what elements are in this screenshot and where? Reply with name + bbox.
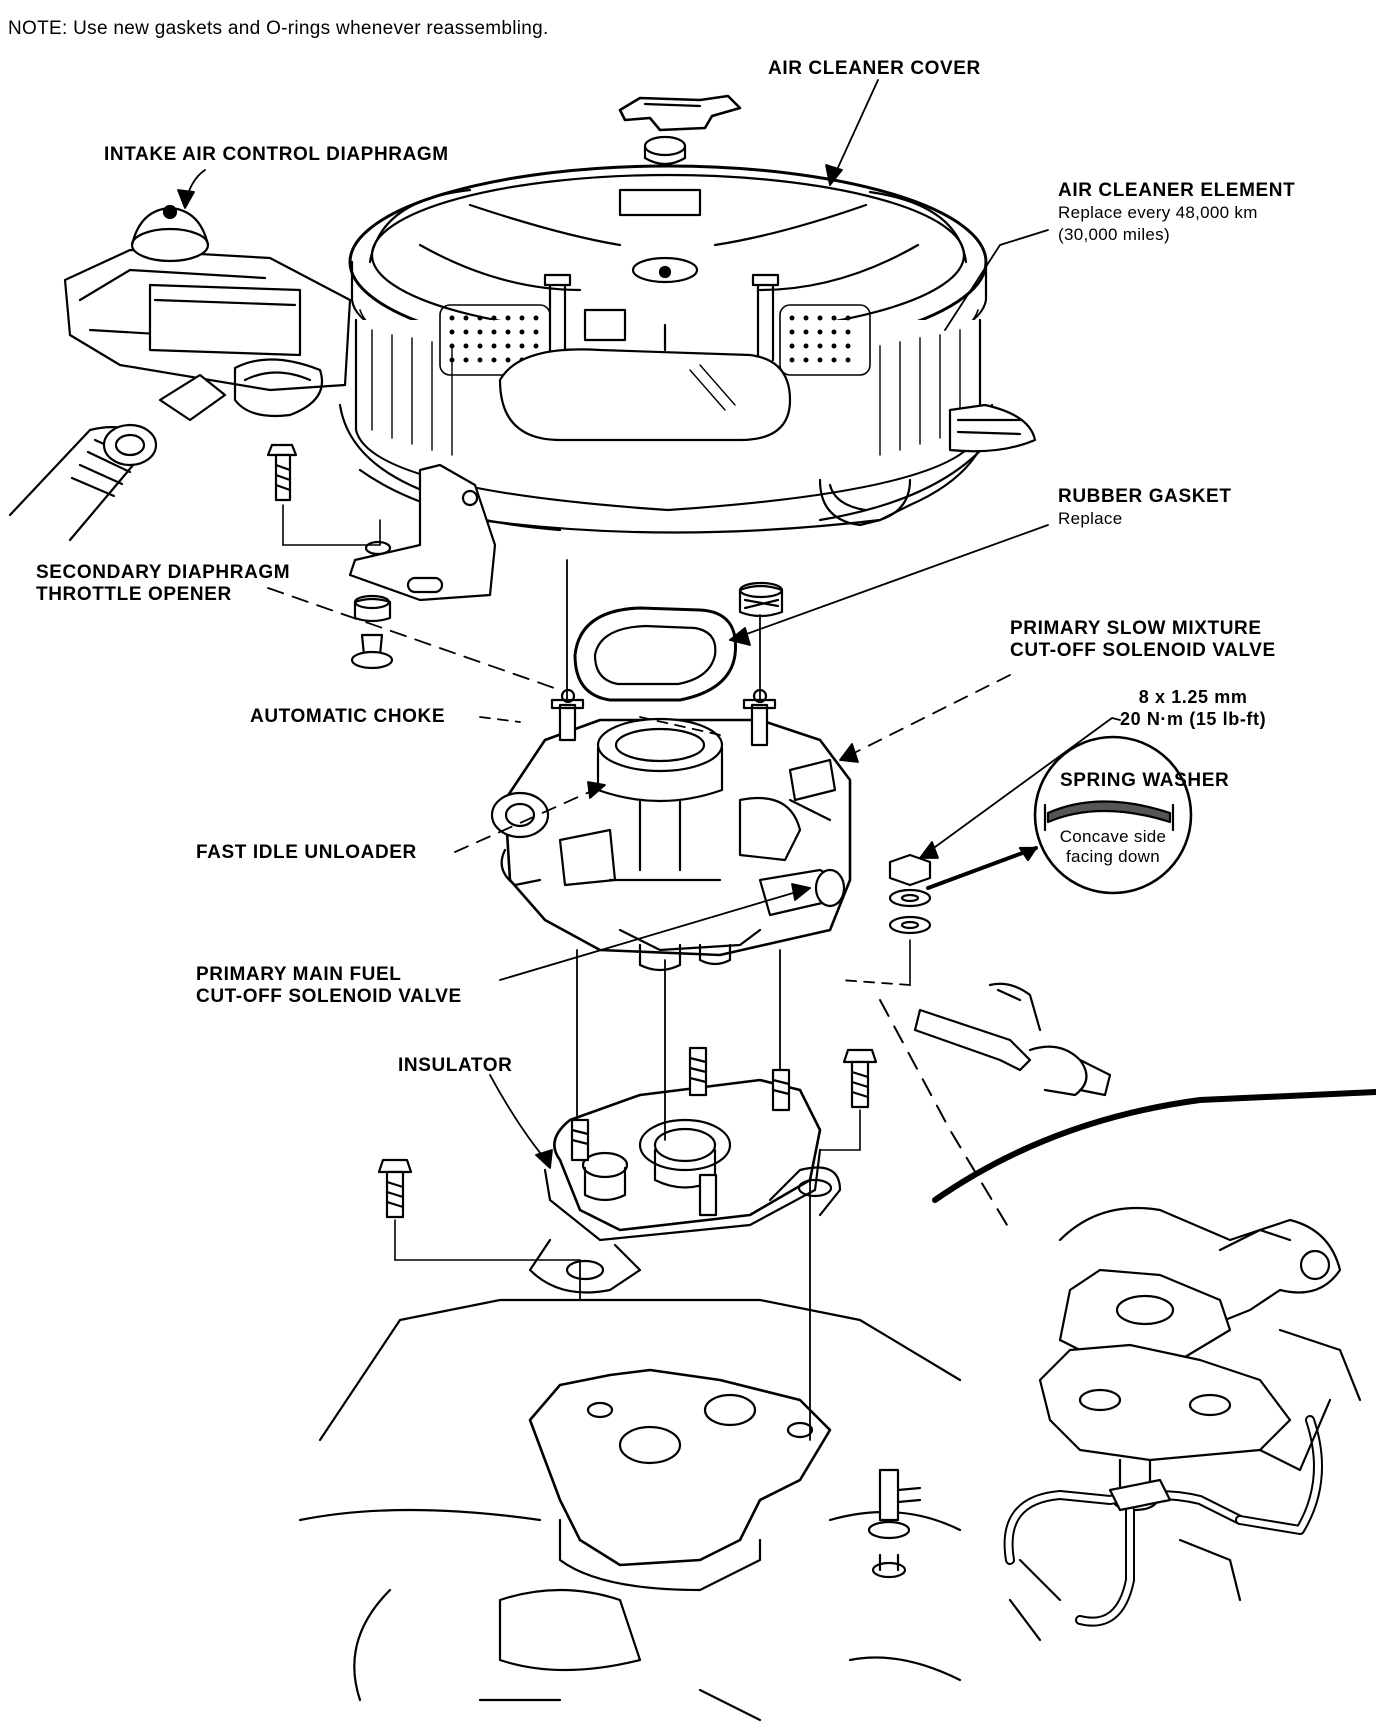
torque-value: 20 N·m (15 lb-ft)	[1120, 709, 1267, 729]
label-primary-slow-mixture: PRIMARY SLOW MIXTURE CUT-OFF SOLENOID VA…	[1010, 618, 1276, 662]
rubber-gasket-title: RUBBER GASKET	[1058, 486, 1232, 507]
label-spring-washer-note: Concave side facing down	[1050, 827, 1176, 867]
label-secondary-diaphragm: SECONDARY DIAPHRAGM THROTTLE OPENER	[36, 562, 290, 606]
spring-washer-line2: facing down	[1065, 847, 1161, 866]
air-cleaner-element-title: AIR CLEANER ELEMENT	[1058, 180, 1296, 201]
spring-washer-line1: Concave side	[1059, 827, 1167, 846]
air-cleaner-element-miles: (30,000 miles)	[1058, 225, 1170, 244]
label-primary-main-fuel: PRIMARY MAIN FUEL CUT-OFF SOLENOID VALVE	[196, 964, 462, 1008]
leader-lines	[177, 79, 1121, 1441]
fuel-line-fitting	[913, 982, 1112, 1097]
label-rubber-gasket: RUBBER GASKET Replace	[1058, 486, 1232, 530]
air-cleaner-assembly	[8, 94, 1037, 602]
label-air-cleaner-element: AIR CLEANER ELEMENT Replace every 48,000…	[1058, 180, 1295, 246]
spring-washer-title: SPRING WASHER	[1060, 770, 1230, 791]
primary-slow-mixture-line1: PRIMARY SLOW MIXTURE	[1010, 618, 1262, 639]
secondary-diaphragm-line1: SECONDARY DIAPHRAGM	[36, 562, 291, 583]
insulator-bolts	[377, 1048, 878, 1261]
grommets	[350, 581, 784, 670]
torque-bolt-size: 8 x 1.25 mm	[1138, 687, 1248, 707]
primary-slow-mixture-line2: CUT-OFF SOLENOID VALVE	[1010, 640, 1276, 661]
primary-main-fuel-line1: PRIMARY MAIN FUEL	[196, 964, 402, 985]
label-spring-washer-title-wrap: SPRING WASHER	[1060, 770, 1230, 792]
intake-manifold	[298, 1298, 962, 1722]
nut-and-washers	[888, 853, 932, 986]
air-cleaner-element-interval: Replace every 48,000 km	[1058, 203, 1258, 222]
air-cleaner-element	[354, 273, 982, 512]
label-torque-spec: 8 x 1.25 mm 20 N·m (15 lb-ft)	[1120, 686, 1266, 730]
rubber-gasket	[573, 606, 738, 702]
secondary-diaphragm-line2: THROTTLE OPENER	[36, 584, 232, 605]
bolt-left	[266, 443, 381, 546]
inset-engine-view	[932, 1089, 1376, 1642]
spring-washer-callout	[926, 735, 1193, 895]
label-insulator: INSULATOR	[398, 1055, 513, 1076]
intake-snorkel	[8, 204, 352, 542]
label-automatic-choke: AUTOMATIC CHOKE	[250, 706, 446, 727]
label-fast-idle-unloader: FAST IDLE UNLOADER	[196, 842, 417, 863]
carburetor	[490, 688, 852, 972]
wing-nut	[618, 94, 742, 273]
reassembly-note: NOTE: Use new gaskets and O-rings whenev…	[8, 18, 549, 39]
primary-main-fuel-line2: CUT-OFF SOLENOID VALVE	[196, 986, 462, 1007]
rubber-gasket-replace: Replace	[1058, 509, 1123, 528]
air-cleaner-base	[338, 403, 1037, 602]
insulator	[528, 1046, 842, 1294]
label-air-cleaner-cover: AIR CLEANER COVER	[768, 58, 981, 79]
label-intake-air-control-diaphragm: INTAKE AIR CONTROL DIAPHRAGM	[104, 144, 449, 165]
